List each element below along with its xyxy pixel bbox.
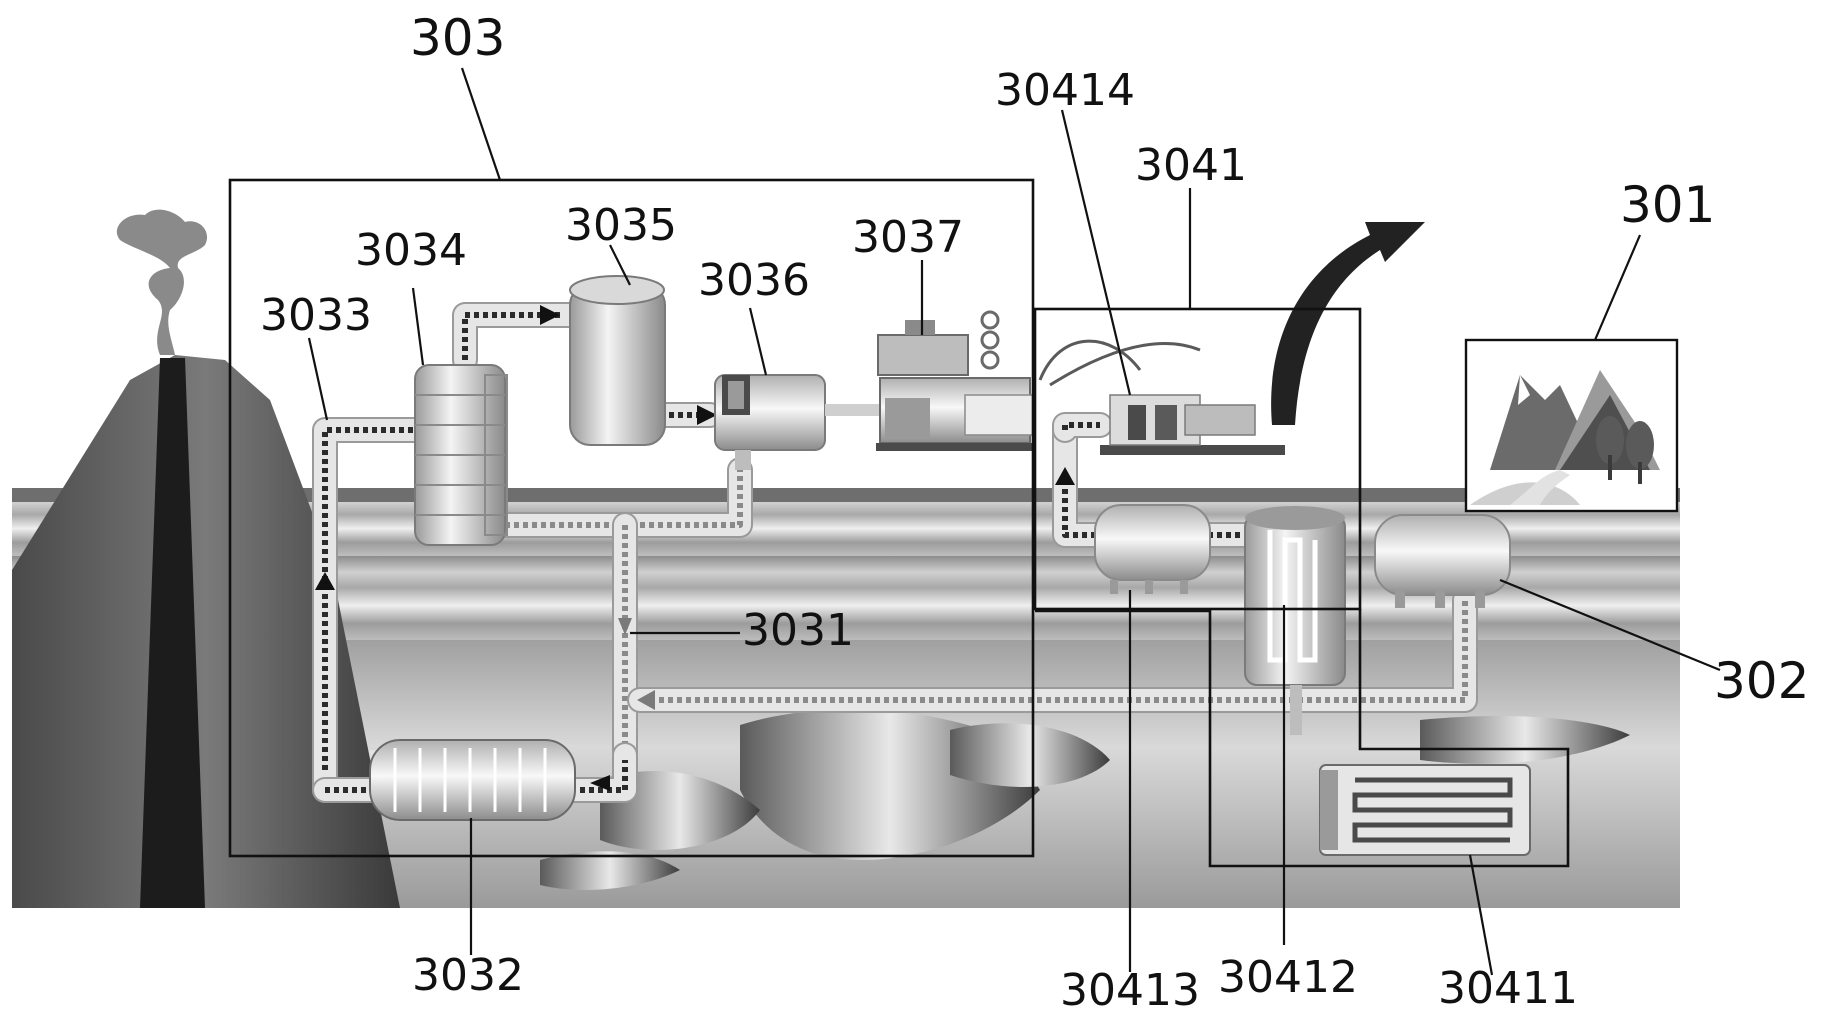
label-3036: 3036 xyxy=(698,255,810,306)
evaporator-30413 xyxy=(1094,504,1211,594)
leader-lines xyxy=(307,67,1721,976)
label-30413: 30413 xyxy=(1060,965,1200,1016)
labels: 303 3033 3034 3035 3036 3037 3031 3032 3… xyxy=(260,9,1809,1016)
label-3035: 3035 xyxy=(565,200,677,251)
flow-arrow-icon xyxy=(540,305,560,325)
label-302: 302 xyxy=(1714,652,1809,710)
frame-303 xyxy=(228,178,1035,858)
heat-exchanger-30411 xyxy=(1319,764,1531,856)
storage-302 xyxy=(1374,514,1511,608)
cave-channel xyxy=(540,851,680,890)
equipment xyxy=(369,275,1531,856)
label-3037: 3037 xyxy=(852,212,964,263)
label-30412: 30412 xyxy=(1218,952,1358,1003)
frame-3041-lower xyxy=(1035,609,1570,868)
cave-channel xyxy=(950,723,1110,787)
label-30414: 30414 xyxy=(995,65,1135,116)
cave-channel xyxy=(600,771,760,850)
flow-arrow-icon xyxy=(618,618,632,635)
label-3033: 3033 xyxy=(260,290,372,341)
flow-arrow-icon xyxy=(590,775,610,791)
tank-3035 xyxy=(569,275,666,446)
flow-arrow-icon xyxy=(1055,467,1075,485)
label-3041: 3041 xyxy=(1135,140,1247,191)
smoke-plume xyxy=(116,209,208,355)
curved-up-arrow-icon xyxy=(1271,222,1425,425)
label-3034: 3034 xyxy=(355,225,467,276)
label-3031: 3031 xyxy=(742,605,854,656)
pump-30414 xyxy=(1038,339,1285,455)
heat-exchanger-3032 xyxy=(369,739,576,821)
mountain-landscape-icon xyxy=(1464,338,1679,513)
flow-arrow-icon xyxy=(637,690,655,710)
label-301: 301 xyxy=(1620,176,1715,234)
label-303: 303 xyxy=(410,9,505,67)
flow-arrow-icon xyxy=(697,405,717,425)
flow-arrow-icon xyxy=(315,572,335,590)
generator-3037 xyxy=(876,310,1036,451)
condenser-30412 xyxy=(1244,506,1346,735)
cave-channel xyxy=(1420,715,1630,764)
frame-3041 xyxy=(1033,307,1362,611)
volcano-icon xyxy=(12,209,400,908)
label-3032: 3032 xyxy=(412,950,524,1001)
separator-3034 xyxy=(414,364,508,546)
label-30411: 30411 xyxy=(1438,963,1578,1014)
turbine-3036 xyxy=(714,374,880,470)
